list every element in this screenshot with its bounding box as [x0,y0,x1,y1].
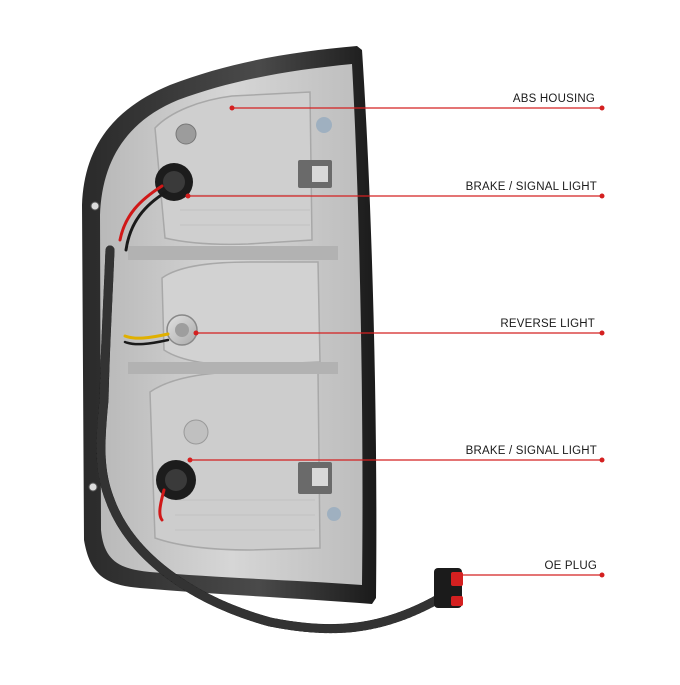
mounting-clip-upper [298,160,332,188]
upper-shelf [128,246,338,260]
callout-dots [185,105,605,578]
lower-chamber [149,371,321,551]
oe-plug-connector [434,568,463,608]
middle-chamber [161,261,321,366]
callout-label-brake-signal-upper: BRAKE / SIGNAL LIGHT [465,181,597,193]
lower-bulb-socket [156,460,196,500]
callout-lines [188,107,600,576]
callout-label-reverse-light: REVERSE LIGHT [500,318,595,330]
reverse-bulb-socket [166,314,198,346]
callout-label-abs-housing: ABS HOUSING [512,93,595,105]
mounting-clip-lower [298,462,332,494]
frame-screw-upper [90,201,100,211]
mounting-stud-lower [327,507,341,521]
callout-label-brake-signal-lower: BRAKE / SIGNAL LIGHT [465,445,597,457]
wiring-harness [96,184,445,634]
lower-shelf [128,362,338,374]
callout-label-oe-plug: OE PLUG [544,560,597,572]
mounting-stud-upper [316,117,332,133]
vent-cap-lower [183,419,209,445]
vent-cap [175,123,197,145]
housing-texture [175,194,315,531]
frame-screw-lower [88,482,98,492]
